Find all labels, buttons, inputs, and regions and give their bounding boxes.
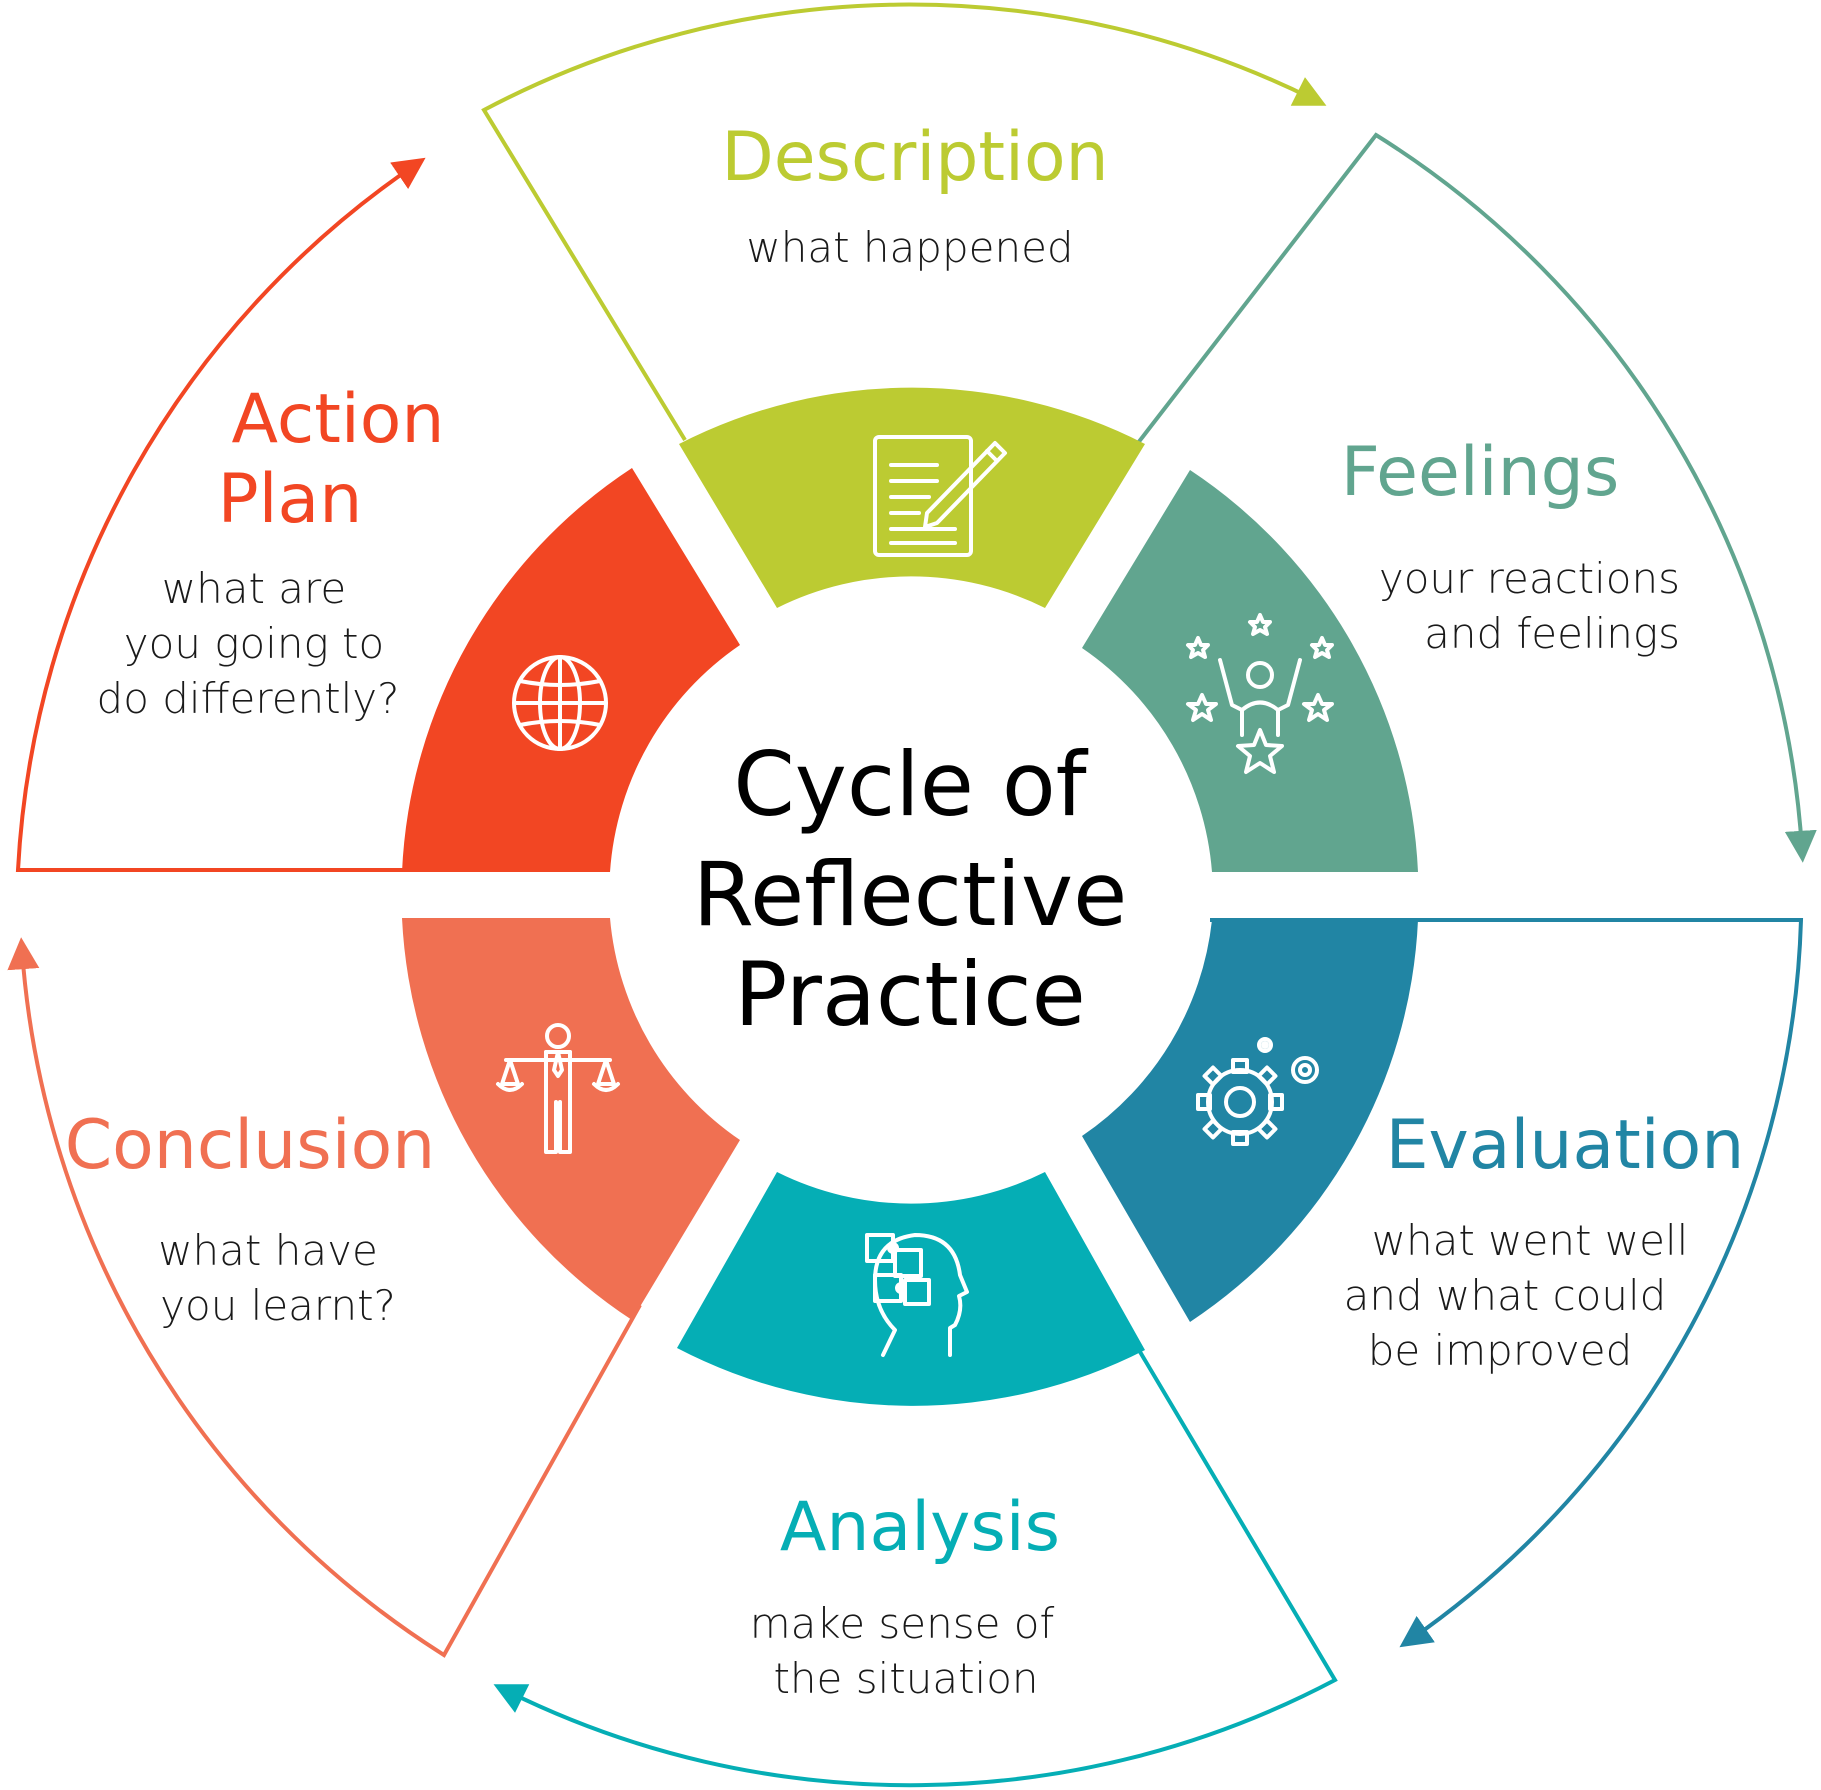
analysis-outline bbox=[493, 1333, 1338, 1788]
evaluation-segment bbox=[1082, 920, 1418, 1322]
action-plan-sub-line-2: you going to bbox=[124, 619, 384, 668]
center-title-line-3: Practice bbox=[734, 943, 1085, 1046]
person-scales-icon bbox=[496, 1023, 620, 1154]
feelings-sub-line-2: and feelings bbox=[1424, 609, 1680, 658]
person-stars-icon bbox=[1186, 613, 1334, 774]
action-plan-sub-line-1: what are bbox=[162, 564, 346, 613]
feelings-outline bbox=[1088, 132, 1817, 863]
evaluation-sub-line-1: what went well bbox=[1372, 1216, 1689, 1265]
evaluation-sub-line-3: be improved bbox=[1368, 1326, 1633, 1375]
action-plan-title-line-2: Plan bbox=[218, 460, 363, 539]
description-title: Description bbox=[721, 118, 1108, 197]
analysis-sub-line-2: the situation bbox=[773, 1654, 1038, 1703]
head-puzzle-icon bbox=[865, 1233, 969, 1357]
feelings-title: Feelings bbox=[1341, 433, 1620, 512]
conclusion-title: Conclusion bbox=[65, 1106, 436, 1185]
action-plan-segment bbox=[402, 468, 740, 872]
document-pencil-icon bbox=[873, 435, 1007, 557]
center-title-line-1: Cycle of bbox=[733, 733, 1088, 836]
gears-icon bbox=[1196, 1037, 1319, 1146]
description-sub-line-1: what happened bbox=[746, 223, 1073, 272]
conclusion-sub-line-2: you learnt? bbox=[160, 1281, 396, 1330]
center-title-line-2: Reflective bbox=[693, 843, 1127, 946]
action-plan-outline bbox=[15, 157, 610, 872]
evaluation-sub-line-2: and what could bbox=[1344, 1271, 1667, 1320]
evaluation-outline bbox=[1210, 918, 1804, 1648]
action-plan-sub-line-3: do differently? bbox=[97, 674, 400, 723]
analysis-title: Analysis bbox=[780, 1488, 1060, 1567]
analysis-sub-line-1: make sense of bbox=[750, 1599, 1055, 1648]
description-outline bbox=[481, 2, 1327, 442]
globe-icon bbox=[512, 655, 608, 751]
analysis-segment bbox=[677, 1172, 1145, 1406]
feelings-sub-line-1: your reactions bbox=[1379, 554, 1680, 603]
conclusion-sub-line-1: what have bbox=[158, 1226, 378, 1275]
evaluation-title: Evaluation bbox=[1386, 1106, 1745, 1185]
conclusion-outline bbox=[7, 937, 642, 1658]
action-plan-title-line-1: Action bbox=[232, 380, 445, 459]
